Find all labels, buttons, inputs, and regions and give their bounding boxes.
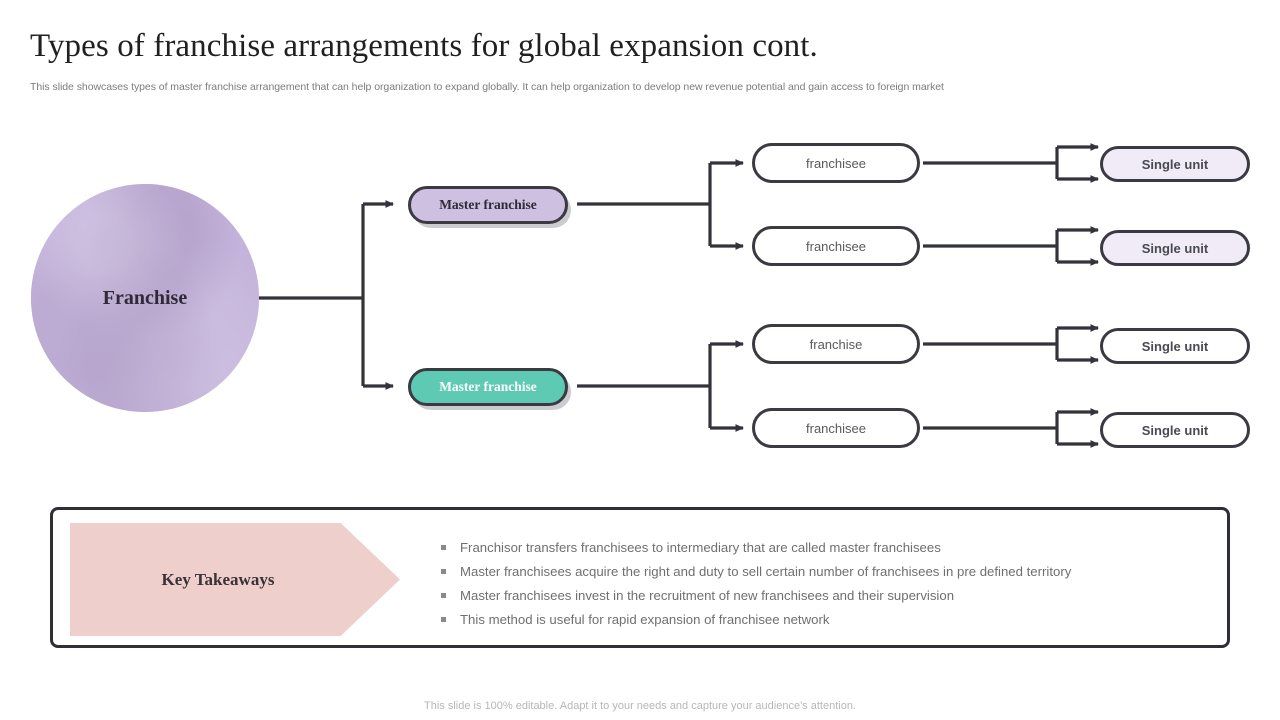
franchise-diagram: Franchise Master franchise Master franch…	[31, 143, 1250, 448]
single-unit-node-3[interactable]: Single unit	[1100, 328, 1250, 364]
bullet-square-icon	[441, 569, 446, 574]
franchisee-label-1: franchisee	[806, 155, 866, 171]
list-item: Master franchisees invest in the recruit…	[441, 584, 1211, 608]
bullet-square-icon	[441, 545, 446, 550]
list-item: This method is useful for rapid expansio…	[441, 608, 1211, 632]
root-node-franchise[interactable]: Franchise	[31, 184, 259, 412]
franchisee-label-4: franchisee	[806, 420, 866, 436]
diagram-connectors	[259, 143, 1100, 448]
single-unit-label-3: Single unit	[1141, 338, 1209, 354]
key-takeaways-heading: Key Takeaways	[161, 569, 275, 589]
key-takeaways-panel: Key Takeaways Franchisor transfers franc…	[50, 507, 1230, 648]
franchisee-node-4[interactable]: franchisee	[752, 408, 920, 448]
list-item-text: Master franchisees invest in the recruit…	[460, 588, 955, 603]
single-unit-node-2[interactable]: Single unit	[1100, 230, 1250, 266]
list-item: Master franchisees acquire the right and…	[441, 560, 1211, 584]
single-unit-label-1: Single unit	[1141, 156, 1209, 172]
page-subtitle: This slide showcases types of master fra…	[30, 81, 944, 93]
single-unit-node-1[interactable]: Single unit	[1100, 146, 1250, 182]
slide-footer-note: This slide is 100% editable. Adapt it to…	[424, 700, 856, 712]
list-item-text: Master franchisees acquire the right and…	[460, 564, 1072, 579]
master-franchise-node-2[interactable]: Master franchise	[408, 368, 568, 406]
list-item-text: Franchisor transfers franchisees to inte…	[460, 540, 941, 555]
page-title: Types of franchise arrangements for glob…	[30, 28, 818, 64]
master-franchise-label-1: Master franchise	[439, 197, 537, 212]
list-item-text: This method is useful for rapid expansio…	[460, 612, 830, 627]
franchisee-label-3: franchise	[809, 336, 863, 352]
franchisee-node-1[interactable]: franchisee	[752, 143, 920, 183]
key-takeaways-list: Franchisor transfers franchisees to inte…	[441, 536, 1211, 632]
bullet-square-icon	[441, 593, 446, 598]
root-node-label: Franchise	[102, 286, 188, 309]
franchise-photo-tint	[31, 184, 259, 412]
single-unit-label-4: Single unit	[1141, 422, 1209, 438]
bullet-square-icon	[441, 617, 446, 622]
single-unit-node-4[interactable]: Single unit	[1100, 412, 1250, 448]
franchisee-label-2: franchisee	[806, 238, 866, 254]
master-franchise-label-2: Master franchise	[439, 379, 537, 394]
key-takeaways-chevron: Key Takeaways	[70, 523, 400, 636]
list-item: Franchisor transfers franchisees to inte…	[441, 536, 1211, 560]
franchisee-node-2[interactable]: franchisee	[752, 226, 920, 266]
master-franchise-node-1[interactable]: Master franchise	[408, 186, 568, 224]
single-unit-label-2: Single unit	[1141, 240, 1209, 256]
franchisee-node-3[interactable]: franchise	[752, 324, 920, 364]
